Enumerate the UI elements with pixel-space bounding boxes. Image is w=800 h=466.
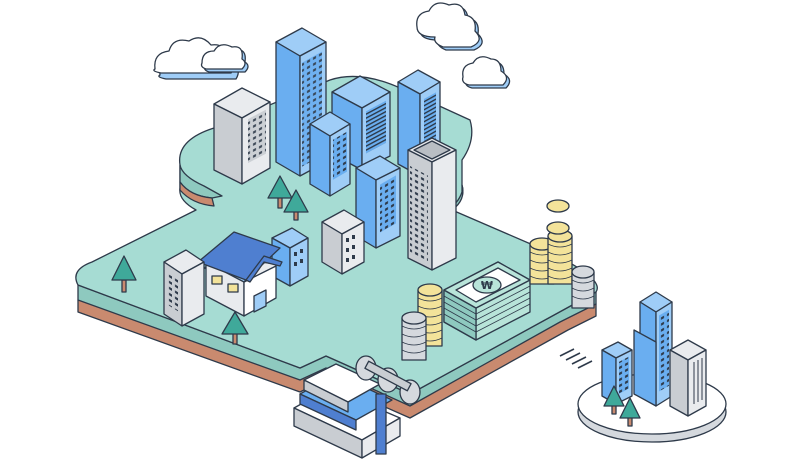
cloud-left — [153, 37, 249, 80]
grey-skyscraper — [407, 137, 457, 271]
coin-stack-grey-back — [571, 265, 595, 309]
stamp-machine — [293, 355, 421, 459]
island-trees — [603, 385, 641, 427]
coin-stack-grey-front — [401, 311, 427, 361]
tree-house — [221, 311, 249, 345]
floating-coins — [546, 199, 570, 235]
coin-stack-gold-back — [529, 229, 573, 285]
island-tower-grey — [669, 339, 707, 417]
tree-left — [111, 255, 137, 293]
blue-block-small — [271, 227, 309, 287]
tree-pair — [267, 175, 309, 221]
grey-tower-left — [213, 87, 271, 185]
house — [197, 231, 283, 317]
won-symbol: ₩ — [481, 279, 493, 292]
cloud-right — [416, 2, 511, 89]
grey-tower-house — [163, 249, 205, 327]
blue-tower-center — [355, 155, 401, 249]
blue-tower-front — [309, 111, 351, 197]
connector-stripes — [559, 348, 593, 369]
grey-block-small — [321, 209, 365, 275]
island-tower-tall — [633, 291, 673, 407]
